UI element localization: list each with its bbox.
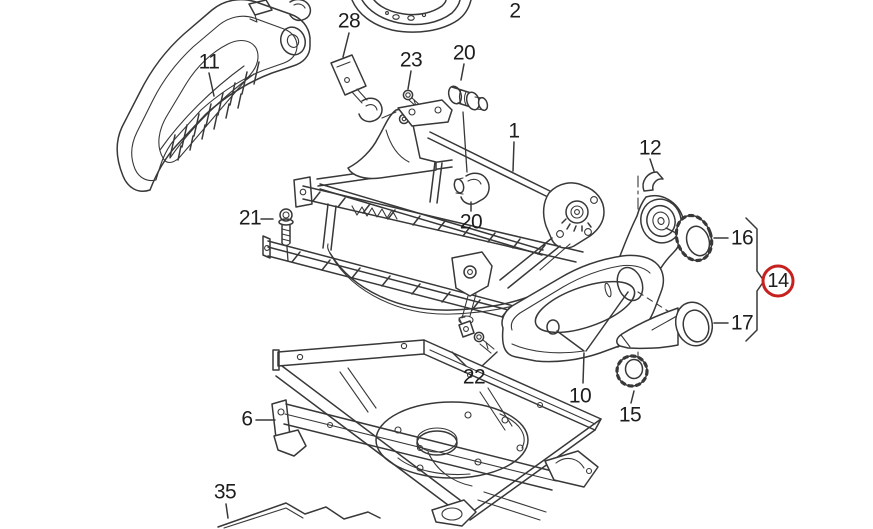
part-label-15: 15 [618, 403, 642, 427]
far-rail-hatching [312, 191, 546, 255]
part-15-cap [615, 354, 649, 388]
recliner-gear-teeth [561, 218, 592, 232]
part-label-35: 35 [213, 480, 237, 504]
part-label-21: 21 [238, 206, 262, 230]
part-label-2: 2 [509, 0, 521, 23]
leader-lines [208, 32, 729, 519]
highlight-circle-14 [761, 264, 795, 298]
part-16-knob [674, 213, 714, 263]
part-22-fasteners [458, 316, 495, 354]
part-label-20-lower: 20 [459, 210, 483, 234]
part-label-23: 23 [399, 48, 423, 72]
part-23-screw [402, 89, 422, 109]
part-label-10: 10 [568, 384, 592, 408]
part-11-side-trim-panel [116, 0, 312, 192]
part-12-clip [642, 171, 664, 192]
part-label-17: 17 [730, 311, 754, 335]
part-17-handle [616, 301, 714, 350]
part-35-floor-panel [217, 502, 381, 529]
part-2-seat-pan [351, 0, 472, 33]
part-label-14-highlighted: 14 [767, 270, 789, 292]
part-label-6: 6 [241, 407, 253, 431]
part-label-11: 11 [198, 50, 220, 74]
trim-ribs [169, 61, 260, 161]
part-label-20-top: 20 [452, 41, 476, 65]
part-label-1: 1 [508, 119, 520, 143]
group-bracket-14 [745, 217, 795, 342]
part-28-belt-buckle [330, 54, 383, 123]
part-label-22: 22 [462, 365, 486, 389]
part-21-bolt [278, 208, 294, 262]
part-20-bearing-sleeve [447, 85, 490, 205]
part-label-28: 28 [337, 9, 361, 33]
part-label-12: 12 [638, 136, 662, 160]
part-label-16: 16 [730, 226, 754, 250]
part-6-base-frame [271, 339, 602, 527]
